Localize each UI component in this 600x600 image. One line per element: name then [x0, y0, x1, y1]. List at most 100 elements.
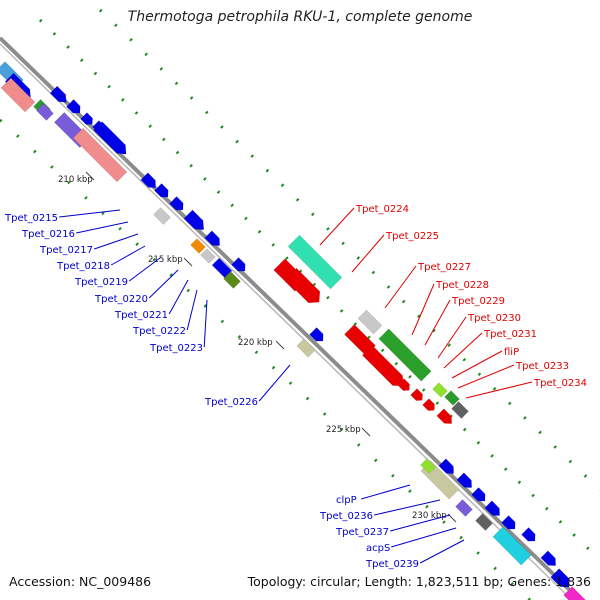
gene-feature [284, 267, 321, 304]
leader-line [419, 539, 465, 564]
dot-track-far [98, 8, 600, 492]
gene-label: Tpet_0220 [94, 294, 148, 305]
gene-feature [550, 568, 570, 588]
gene-feature [422, 398, 435, 411]
genome-summary: Topology: circular; Length: 1,823,511 bp… [247, 574, 591, 589]
leader-line [443, 332, 483, 369]
gene-feature [456, 472, 472, 488]
gene-feature [0, 77, 36, 113]
gene-label: Tpet_0236 [319, 511, 373, 522]
gene-feature [362, 345, 403, 386]
forward-labels: Tpet_0224Tpet_0225Tpet_0227Tpet_0228Tpet… [355, 204, 587, 389]
gene-feature [432, 382, 448, 398]
gene-feature [140, 172, 156, 188]
leader-line [351, 234, 385, 273]
gene-label: Tpet_0228 [435, 280, 489, 291]
scale-tick-label: 215 kbp [148, 255, 183, 265]
gene-feature [451, 401, 469, 419]
gene-feature [72, 127, 128, 183]
dot-track-inner [0, 118, 532, 600]
gene-feature [296, 338, 316, 358]
gene-label: Tpet_0218 [56, 261, 110, 272]
leader-line [465, 381, 533, 399]
gene-feature [154, 183, 169, 198]
label-leaders [59, 207, 533, 564]
accession-text: Accession: NC_009486 [9, 574, 152, 589]
gene-feature [492, 526, 532, 566]
leader-line [148, 269, 179, 299]
dot-track-outer [38, 18, 600, 562]
gene-label: Tpet_0239 [365, 559, 419, 570]
gene-feature [471, 487, 486, 502]
gene-feature [36, 103, 54, 121]
scale-tick [85, 171, 95, 181]
gene-label: Tpet_0231 [483, 329, 537, 340]
gene-feature [420, 458, 436, 474]
leader-line [361, 484, 411, 500]
gene-label: Tpet_0227 [417, 262, 471, 273]
gene-label: Tpet_0233 [515, 361, 569, 372]
gene-features [0, 61, 587, 600]
map-title: Thermotoga petrophila RKU-1, complete ge… [127, 9, 473, 25]
gene-label: Tpet_0234 [533, 378, 587, 389]
gene-feature [444, 390, 460, 406]
leader-line [203, 299, 208, 348]
scale-tick [275, 340, 285, 350]
leader-line [457, 364, 515, 389]
gene-feature [501, 515, 516, 530]
gene-feature [309, 327, 324, 342]
gene-feature [66, 99, 81, 114]
gene-label: Tpet_0223 [149, 343, 203, 354]
leader-line [319, 207, 355, 246]
gene-label: Tpet_0222 [132, 326, 186, 337]
leader-line [390, 514, 451, 532]
gc-dot-tracks [0, 8, 600, 600]
scale-tick [183, 257, 193, 267]
leader-line [424, 299, 451, 346]
reverse-labels: Tpet_0215Tpet_0216Tpet_0217Tpet_0218Tpet… [4, 213, 419, 570]
gene-label: acpS [366, 543, 390, 554]
gene-feature [231, 257, 246, 272]
gene-feature [183, 209, 205, 231]
gene-label: Tpet_0221 [114, 310, 168, 321]
gene-label: Tpet_0225 [385, 231, 439, 242]
gene-label: Tpet_0237 [335, 527, 389, 538]
leader-line [186, 289, 198, 331]
leader-line [94, 233, 139, 250]
leader-line [128, 257, 161, 282]
gene-feature [223, 271, 241, 289]
leader-line [451, 350, 503, 379]
leader-line [384, 265, 417, 309]
leader-line [168, 279, 189, 315]
leader-line [110, 245, 146, 266]
gene-feature [287, 234, 343, 290]
gene-label: Tpet_0215 [4, 213, 58, 224]
leader-line [411, 283, 435, 336]
gene-label: Tpet_0226 [204, 397, 258, 408]
gene-label: Tpet_0230 [467, 313, 521, 324]
gene-feature [80, 112, 93, 125]
scale-tick-label: 225 kbp [326, 425, 361, 435]
gene-label: Tpet_0219 [74, 277, 128, 288]
gene-feature [438, 458, 454, 474]
gene-label: Tpet_0224 [355, 204, 409, 215]
gene-feature [436, 408, 452, 424]
gene-label: clpP [336, 495, 357, 506]
gene-feature [49, 85, 67, 103]
gene-feature [410, 388, 423, 401]
gene-feature [153, 207, 171, 225]
leader-line [76, 221, 129, 234]
gene-feature [169, 196, 184, 211]
leader-line [59, 209, 121, 218]
gene-feature [397, 378, 410, 391]
leader-line [391, 527, 457, 548]
gene-feature [357, 309, 383, 335]
gene-feature [540, 550, 556, 566]
leader-line [374, 499, 441, 516]
gene-feature [475, 513, 493, 531]
leader-line [258, 364, 291, 402]
gene-feature [563, 586, 587, 600]
gene-label: fliP [504, 347, 519, 358]
scale-tick [361, 427, 371, 437]
